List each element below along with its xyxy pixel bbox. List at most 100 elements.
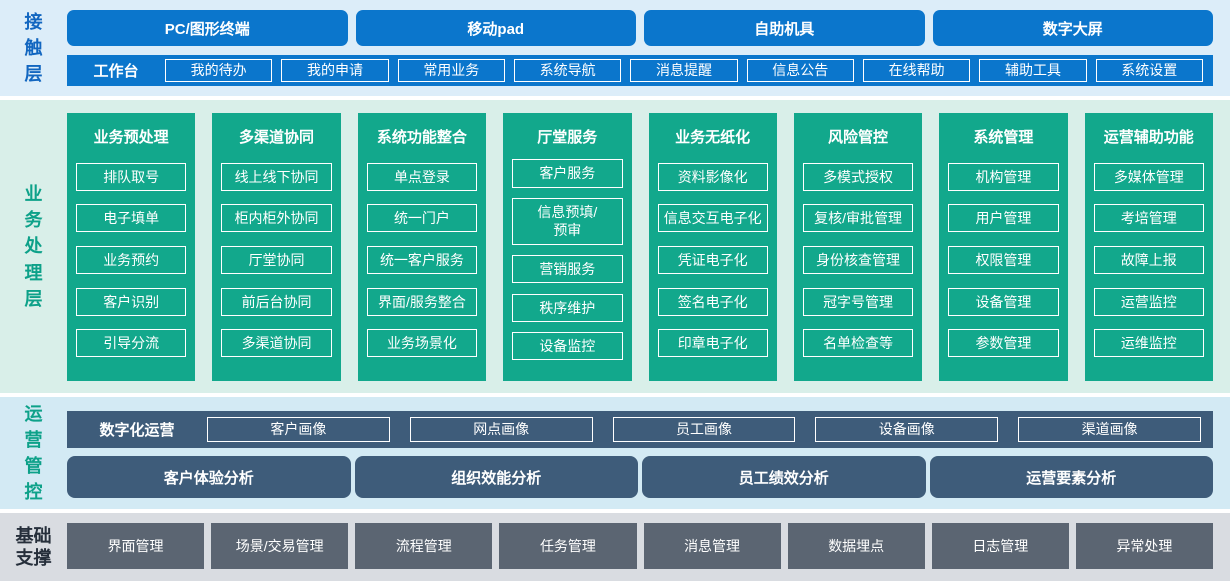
business-column-items: 资料影像化 信息交互电子化 凭证电子化 签名电子化 印章电子化 [657, 149, 768, 371]
business-column-item: 资料影像化 [657, 162, 768, 191]
business-column-item: 客户服务 [512, 159, 623, 188]
channel-box: 数字大屏 [932, 10, 1213, 46]
portrait-item: 员工画像 [612, 417, 796, 442]
business-column-item: 机构管理 [948, 162, 1059, 191]
business-layer-content: 业务预处理 排队取号 电子填单 业务预约 客户识别 [67, 100, 1230, 393]
analysis-box: 客户体验分析 [67, 456, 351, 498]
layer-foundation: 基础支撑 界面管理 场景/交易管理 流程管理 任务管理 消息管理 数据埋点 日志… [0, 513, 1230, 581]
workbench-item: 在线帮助 [862, 59, 971, 82]
business-column-items: 单点登录 统一门户 统一客户服务 界面/服务整合 业务场景化 [366, 149, 478, 371]
business-column-items: 排队取号 电子填单 业务预约 客户识别 引导分流 [76, 149, 187, 371]
operation-layer-label: 运营管控 [24, 403, 43, 503]
business-column-item: 考培管理 [1093, 204, 1204, 233]
business-column-title: 系统功能整合 [376, 129, 467, 146]
business-column: 系统管理 机构管理 用户管理 权限管理 设备管理 [939, 113, 1068, 381]
layer-contact: 接触层 PC/图形终端 移动pad 自助机具 数字大屏 工作台 我的待 [0, 0, 1230, 96]
business-column-item: 营销服务 [512, 254, 623, 284]
analysis-box: 组织效能分析 [354, 456, 638, 498]
business-column: 多渠道协同 线上线下协同 柜内柜外协同 厅堂协同 前后台协同 [212, 113, 341, 381]
business-column-item: 秩序维护 [512, 293, 623, 322]
business-column-item: 多媒体管理 [1093, 162, 1204, 191]
portrait-item: 设备画像 [815, 417, 999, 442]
business-column-item: 引导分流 [76, 329, 187, 358]
business-column-item: 统一门户 [366, 204, 478, 233]
business-column-item: 客户识别 [76, 287, 187, 316]
analysis-box: 员工绩效分析 [642, 456, 926, 498]
business-layer-label: 业务处理层 [24, 184, 43, 309]
contact-layer-side: 接触层 [0, 0, 67, 96]
business-column-title: 风险管控 [828, 129, 889, 146]
layer-operation: 运营管控 数字化运营 客户画像 网点画像 员工画像 设备画像 渠道画像 [0, 397, 1230, 509]
business-column-title: 运营辅助功能 [1103, 129, 1194, 146]
business-column-item: 名单检查等 [802, 329, 914, 358]
business-column-item: 用户管理 [948, 204, 1059, 233]
business-column-item: 界面/服务整合 [366, 287, 478, 316]
foundation-layer-content: 界面管理 场景/交易管理 流程管理 任务管理 消息管理 数据埋点 日志管理 异常… [67, 513, 1230, 581]
business-column-item: 电子填单 [76, 204, 187, 233]
business-column-item: 设备管理 [948, 287, 1059, 316]
business-columns: 业务预处理 排队取号 电子填单 业务预约 客户识别 [67, 113, 1213, 381]
digital-operation-label: 数字化运营 [99, 422, 175, 439]
foundation-layer-label: 基础支撑 [15, 525, 52, 569]
portrait-item: 渠道画像 [1018, 417, 1201, 442]
business-column-item: 业务预约 [76, 245, 187, 275]
analysis-row: 客户体验分析 组织效能分析 员工绩效分析 运营要素分析 [67, 456, 1213, 498]
business-column: 业务无纸化 资料影像化 信息交互电子化 凭证电子化 签名电子化 [648, 113, 777, 381]
business-column-item: 签名电子化 [657, 287, 768, 316]
business-column-title: 业务预处理 [93, 129, 169, 146]
workbench-item: 系统导航 [513, 59, 622, 82]
foundation-item: 数据埋点 [787, 523, 925, 569]
workbench-bar: 工作台 我的待办 我的申请 常用业务 系统导航 消息提醒 信息公告 [67, 55, 1213, 86]
business-column-item: 前后台协同 [221, 287, 332, 316]
workbench-item: 系统设置 [1095, 59, 1203, 82]
business-column-item: 印章电子化 [657, 329, 768, 358]
layer-business: 业务处理层 业务预处理 排队取号 电子填单 业务预 [0, 100, 1230, 393]
business-column-item: 排队取号 [76, 162, 187, 191]
business-column-item: 权限管理 [948, 245, 1059, 275]
digital-operation-bar: 数字化运营 客户画像 网点画像 员工画像 设备画像 渠道画像 [67, 411, 1213, 448]
business-column-item: 多渠道协同 [221, 329, 332, 358]
business-column-items: 客户服务 信息预填/ 预审 营销服务 秩序维护 设备监控 [512, 149, 623, 371]
business-column-title: 业务无纸化 [675, 129, 751, 146]
channel-row: PC/图形终端 移动pad 自助机具 数字大屏 [67, 10, 1213, 46]
contact-layer-content: PC/图形终端 移动pad 自助机具 数字大屏 工作台 我的待办 我的申请 [67, 0, 1230, 96]
channel-box: PC/图形终端 [67, 10, 348, 46]
foundation-item: 场景/交易管理 [211, 523, 349, 569]
business-column: 系统功能整合 单点登录 统一门户 统一客户服务 界面/服务整合 [357, 113, 487, 381]
operation-layer-content: 数字化运营 客户画像 网点画像 员工画像 设备画像 渠道画像 [67, 397, 1230, 509]
foundation-layer-side: 基础支撑 [0, 513, 67, 581]
business-column-item: 柜内柜外协同 [221, 204, 332, 233]
business-column-item: 身份核查管理 [802, 245, 914, 275]
business-column-items: 线上线下协同 柜内柜外协同 厅堂协同 前后台协同 多渠道协同 [221, 149, 332, 371]
business-column-item: 统一客户服务 [366, 245, 478, 275]
business-column: 厅堂服务 客户服务 信息预填/ 预审 营销服务 秩序维护 [503, 113, 632, 381]
portrait-items: 客户画像 网点画像 员工画像 设备画像 渠道画像 [207, 417, 1201, 442]
channel-box: 移动pad [355, 10, 636, 46]
business-column-items: 机构管理 用户管理 权限管理 设备管理 参数管理 [948, 149, 1059, 371]
contact-layer-label: 接触层 [24, 11, 43, 85]
business-column-item: 线上线下协同 [221, 162, 332, 191]
portrait-item: 客户画像 [207, 417, 390, 442]
foundation-item: 界面管理 [67, 523, 205, 569]
business-column-item: 多模式授权 [802, 162, 914, 191]
business-column-item: 设备监控 [512, 332, 623, 361]
foundation-item: 异常处理 [1075, 523, 1213, 569]
workbench-item: 消息提醒 [630, 59, 738, 82]
business-column-item: 单点登录 [366, 162, 478, 191]
business-column-item: 参数管理 [948, 329, 1059, 358]
business-column-item: 冠字号管理 [802, 287, 914, 316]
workbench-item: 辅助工具 [979, 59, 1087, 82]
business-column-item: 复核/审批管理 [802, 204, 914, 233]
business-column-title: 系统管理 [973, 129, 1034, 146]
foundation-item: 流程管理 [355, 523, 493, 569]
foundation-item: 日志管理 [931, 523, 1069, 569]
business-column-items: 多媒体管理 考培管理 故障上报 运营监控 运维监控 [1093, 149, 1204, 371]
operation-layer-side: 运营管控 [0, 397, 67, 509]
business-column-items: 多模式授权 复核/审批管理 身份核查管理 冠字号管理 名单检查等 [802, 149, 914, 371]
business-column-item: 故障上报 [1093, 245, 1204, 275]
workbench-item: 常用业务 [397, 59, 505, 82]
business-column-item: 厅堂协同 [221, 245, 332, 275]
business-column-item: 凭证电子化 [657, 245, 768, 275]
workbench-items: 我的待办 我的申请 常用业务 系统导航 消息提醒 信息公告 在线帮助 辅助工具 [165, 59, 1203, 82]
business-column-title: 多渠道协同 [239, 129, 315, 146]
